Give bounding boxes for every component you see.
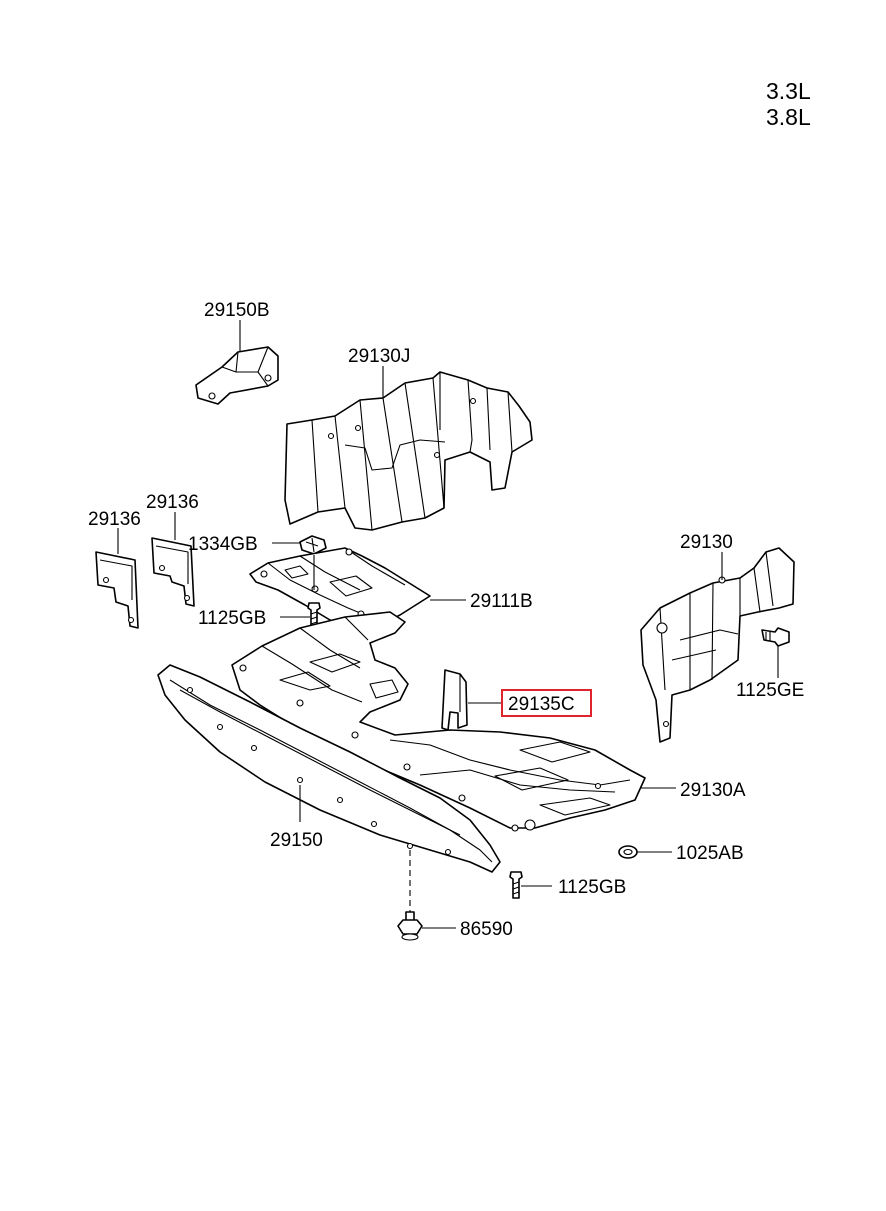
part-29136-plate-right[interactable] bbox=[151, 537, 195, 607]
label-29150: 29150 bbox=[270, 830, 323, 851]
part-29135c-bracket[interactable] bbox=[441, 669, 468, 731]
label-29130j: 29130J bbox=[348, 346, 410, 367]
label-1334gb: 1334GB bbox=[188, 534, 258, 555]
label-29150b: 29150B bbox=[204, 300, 270, 321]
label-29136-left: 29136 bbox=[88, 509, 141, 530]
label-29136-right: 29136 bbox=[146, 492, 199, 513]
highlight-box-29135c bbox=[501, 689, 592, 717]
part-29130a-main-cover[interactable] bbox=[231, 611, 646, 832]
label-86590: 86590 bbox=[460, 919, 513, 940]
label-1125gb-lower: 1125GB bbox=[558, 877, 626, 898]
part-29130j-shield[interactable] bbox=[284, 371, 533, 531]
part-29136-plate-left[interactable] bbox=[95, 551, 139, 629]
label-1125gb-upper: 1125GB bbox=[198, 608, 266, 629]
label-29111b: 29111B bbox=[470, 591, 533, 612]
engine-label-3-3l: 3.3L bbox=[766, 78, 811, 104]
label-29130: 29130 bbox=[680, 532, 733, 553]
label-1025ab: 1025AB bbox=[676, 843, 744, 864]
engine-label-3-8l: 3.8L bbox=[766, 104, 811, 130]
part-29150b-bracket[interactable] bbox=[195, 346, 279, 405]
part-1125ge-bolt[interactable] bbox=[761, 627, 790, 647]
part-29130-side-shield[interactable] bbox=[640, 547, 795, 743]
label-1125ge: 1125GE bbox=[736, 680, 804, 701]
part-29150-front-cover[interactable] bbox=[157, 664, 501, 873]
part-1025ab-washer[interactable] bbox=[618, 845, 638, 859]
label-29135c: 29135C bbox=[508, 694, 575, 715]
part-1334gb-clip[interactable] bbox=[299, 535, 327, 555]
part-1125gb-bolt-lower[interactable] bbox=[509, 871, 523, 899]
label-29130a: 29130A bbox=[680, 780, 746, 801]
part-86590-fastener[interactable] bbox=[397, 911, 423, 941]
part-29111b-plate[interactable] bbox=[249, 547, 431, 631]
